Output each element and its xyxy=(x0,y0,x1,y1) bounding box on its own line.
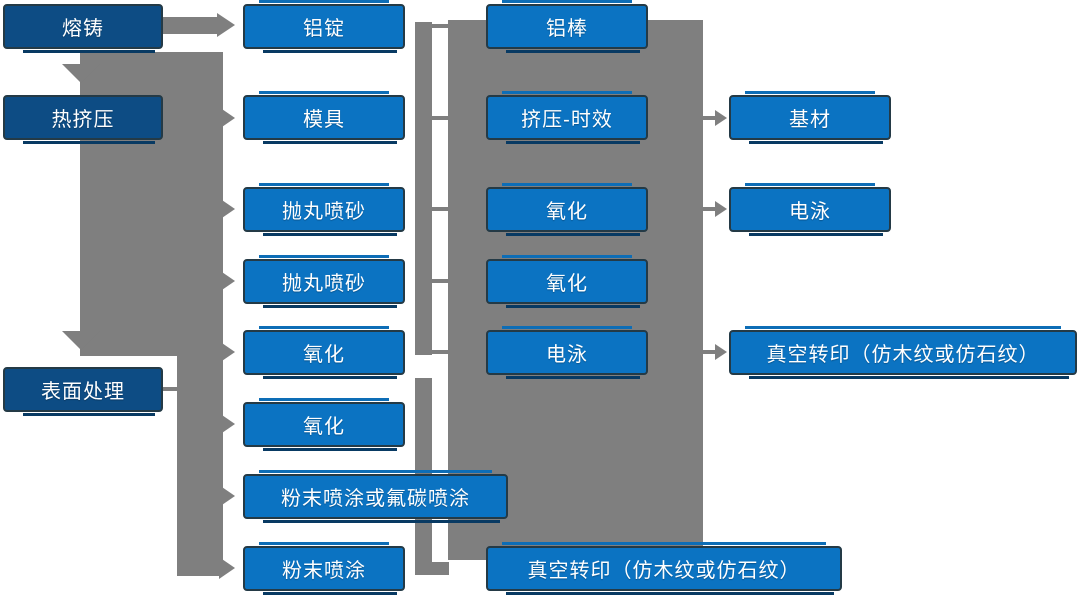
node-surface-treatment: 表面处理 xyxy=(3,367,163,416)
stub-to-base-material xyxy=(703,116,716,120)
tick-electrophoresis-1 xyxy=(430,350,449,354)
node-extrusion-aging: 挤压-时效 xyxy=(486,91,648,144)
node-shot-blasting-1: 抛丸喷砂 xyxy=(243,183,405,236)
node-melt-cast: 熔铸 xyxy=(3,4,163,53)
arrow-to-vacuum-transfer-2-icon xyxy=(715,344,727,360)
node-aluminum-rod: 铝棒 xyxy=(486,0,648,53)
node-shot-blasting-2: 抛丸喷砂 xyxy=(243,255,405,308)
arrow-to-powder-coating-icon xyxy=(219,557,235,579)
arrow-to-powder-fluorocarbon-icon xyxy=(219,485,235,507)
arrow-to-oxidation-1-icon xyxy=(219,341,235,363)
connector-surface-treatment-link xyxy=(163,387,179,391)
node-vacuum-transfer-2: 真空转印（仿木纹或仿石纹） xyxy=(729,326,1077,379)
arrow-to-shot-blasting-1-icon xyxy=(219,198,235,220)
arrow-to-oxidation-2-icon xyxy=(219,413,235,435)
arrow-to-shot-blasting-2-icon xyxy=(219,270,235,292)
arrow-to-mold-icon xyxy=(219,107,235,129)
tick-extrusion-aging xyxy=(430,116,449,120)
arrow-down-to-surface-treatment-icon xyxy=(62,331,100,350)
stub-to-vacuum-transfer-2 xyxy=(703,350,716,354)
tick-oxidation-3 xyxy=(430,207,449,211)
arrow-down-to-hot-extrusion-icon xyxy=(62,64,100,83)
node-aluminum-ingot: 铝锭 xyxy=(243,0,405,53)
tick-oxidation-4 xyxy=(430,279,449,283)
node-mold: 模具 xyxy=(243,91,405,144)
node-oxidation-4: 氧化 xyxy=(486,255,648,308)
node-electrophoresis-1: 电泳 xyxy=(486,326,648,379)
node-powder-or-fluorocarbon-coating: 粉末喷涂或氟碳喷涂 xyxy=(243,470,508,523)
node-oxidation-1: 氧化 xyxy=(243,326,405,379)
node-base-material: 基材 xyxy=(729,91,891,144)
connector-midbar-upper xyxy=(415,22,432,355)
node-hot-extrusion: 热挤压 xyxy=(3,95,163,144)
node-oxidation-3: 氧化 xyxy=(486,183,648,236)
arrow-to-electrophoresis-2-icon xyxy=(715,201,727,217)
connector-arm-melt-to-ingot xyxy=(163,17,219,34)
connector-trunk-lower xyxy=(177,356,223,576)
node-vacuum-transfer-1: 真空转印（仿木纹或仿石纹） xyxy=(486,542,842,595)
node-electrophoresis-2: 电泳 xyxy=(729,183,891,236)
stub-to-electrophoresis-2 xyxy=(703,207,716,211)
tick-aluminum-rod xyxy=(430,24,449,28)
arrow-to-base-material-icon xyxy=(715,110,727,126)
arrow-to-aluminum-ingot-icon xyxy=(217,13,235,37)
node-oxidation-2: 氧化 xyxy=(243,398,405,451)
node-powder-coating: 粉末喷涂 xyxy=(243,542,405,595)
tick-vacuum-transfer-1 xyxy=(431,562,449,575)
